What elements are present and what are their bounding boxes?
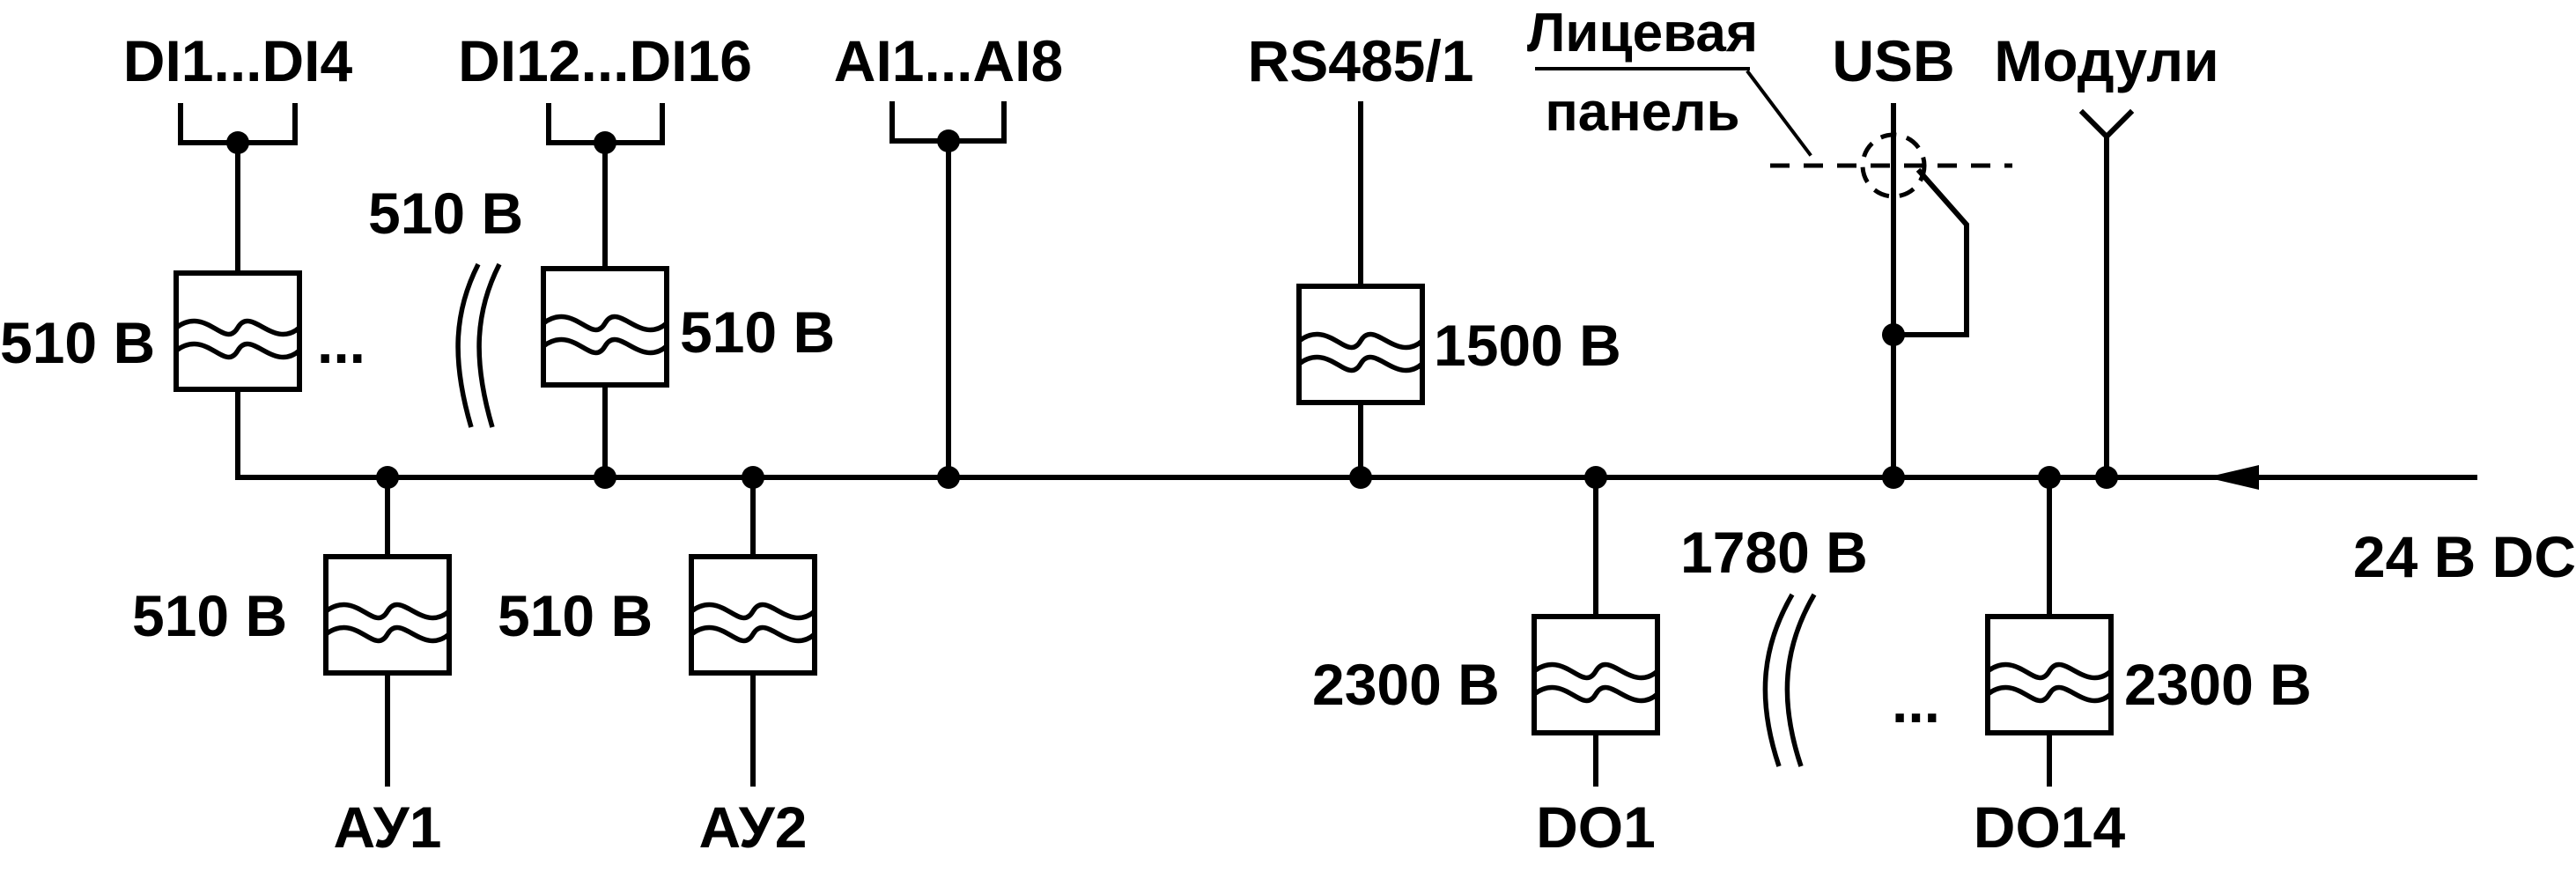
front-panel-label-1: Лицевая [1527, 3, 1758, 63]
di-gap-marks [455, 262, 502, 428]
modules-label: Модули [1994, 28, 2218, 93]
di1-branch [173, 103, 302, 480]
ay1-branch [323, 475, 452, 787]
bus-junctions [376, 466, 2118, 489]
di12-branch [541, 103, 669, 480]
rs485-label: RS485/1 [1248, 28, 1474, 93]
ai-branch [889, 101, 1007, 480]
voltage-di1: 510 В [0, 310, 155, 375]
power-label: 24 В DC [2353, 524, 2576, 589]
voltage-rs485: 1500 В [1434, 313, 1621, 378]
power-arrow-icon [2206, 465, 2259, 490]
do14-label: DO14 [1974, 794, 2126, 860]
usb-connector-circle [1860, 132, 1927, 199]
do1-label: DO1 [1536, 794, 1656, 860]
voltage-do1: 2300 В [1312, 652, 1500, 717]
front-panel-leader [1746, 70, 1812, 157]
ay2-label: АУ2 [699, 794, 808, 860]
voltage-ay2: 510 В [498, 583, 653, 648]
usb-label: USB [1832, 28, 1954, 93]
ay1-label: АУ1 [334, 794, 442, 860]
voltage-between-do: 1780 В [1680, 520, 1868, 585]
voltage-ay1: 510 В [132, 583, 287, 648]
do1-branch [1532, 475, 1660, 787]
front-panel-label-2: панель [1545, 82, 1739, 143]
voltage-do14: 2300 В [2124, 652, 2312, 717]
ai-label: AI1...AI8 [834, 28, 1063, 93]
ellipsis-do: ... [1892, 669, 1940, 735]
voltage-di12: 510 В [680, 299, 835, 365]
ellipsis-di: ... [317, 310, 365, 375]
do14-branch [1985, 475, 2114, 787]
do-gap-marks [1762, 593, 1817, 767]
ay2-branch [689, 475, 817, 787]
usb-branch [1535, 67, 2012, 480]
rs485-branch [1296, 101, 1425, 480]
di12-label: DI12...DI16 [458, 28, 752, 93]
voltage-between-di: 510 В [368, 181, 523, 246]
modules-branch [2078, 108, 2135, 480]
di1-label: DI1...DI4 [123, 28, 353, 93]
